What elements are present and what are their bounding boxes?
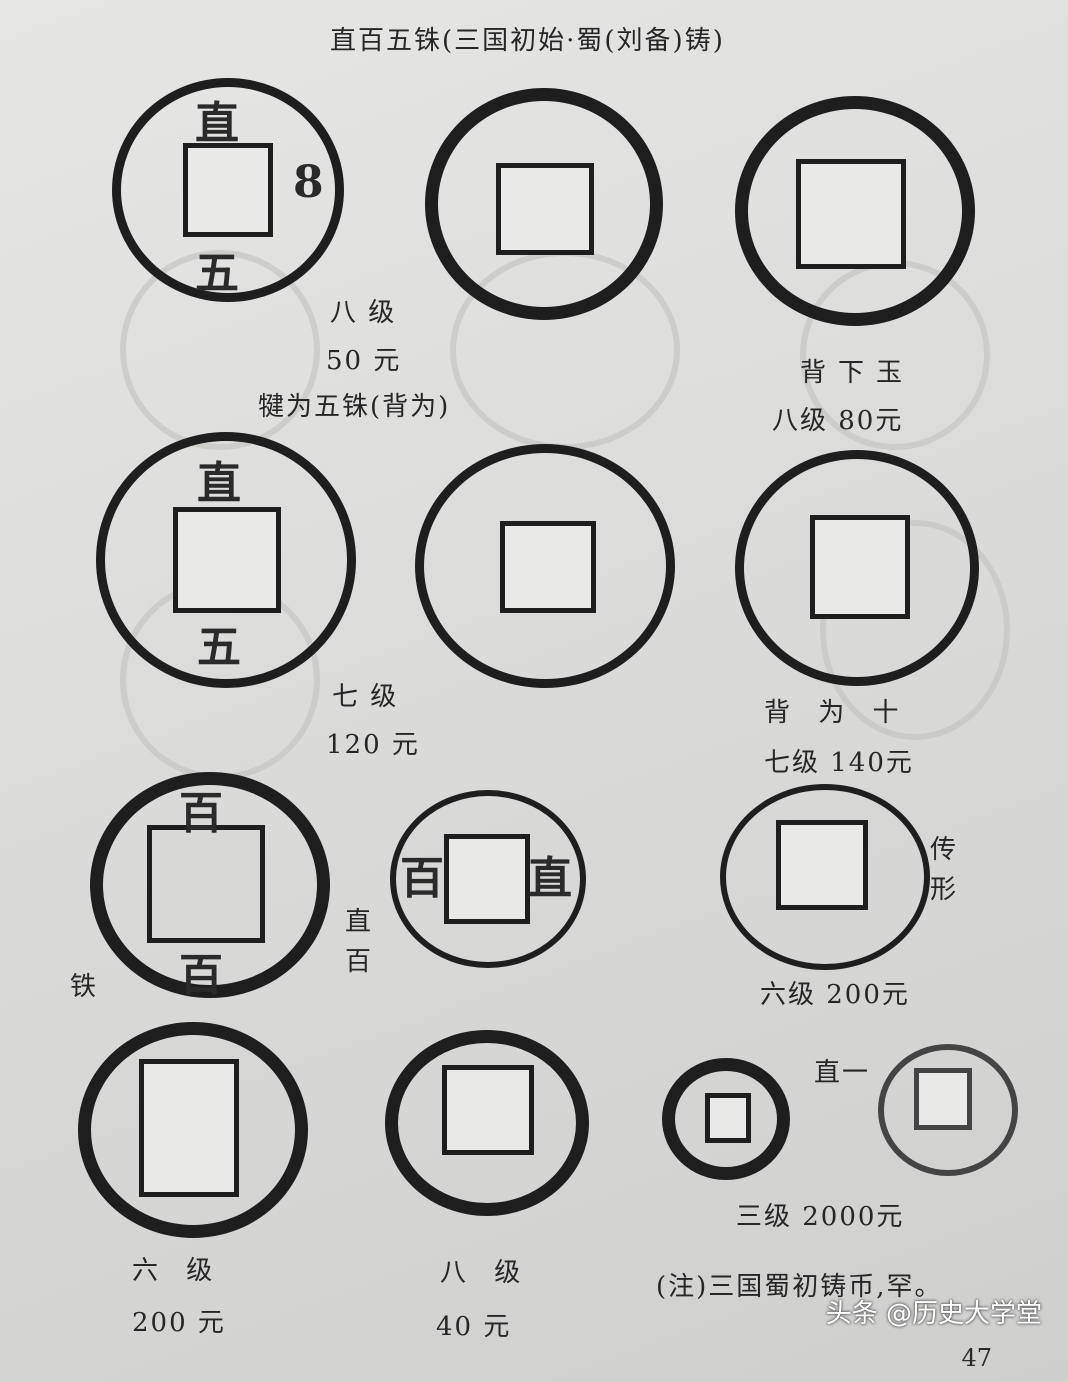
coin-9-grade-price: 六级 200元: [760, 980, 910, 1010]
coin-3: [735, 96, 975, 326]
coin-char-bottom: 五: [197, 622, 241, 673]
coin-11-price: 40 元: [436, 1312, 512, 1342]
coin-square-hole: [444, 834, 530, 924]
coin-3-grade-price: 八级 80元: [772, 406, 904, 436]
zhiyi-label: 直一: [814, 1058, 871, 1088]
coin-char-top: 直: [195, 98, 239, 149]
coin-11: [385, 1030, 589, 1216]
coin-square-hole: [705, 1093, 751, 1143]
coin-9: [720, 784, 930, 970]
page-number: 47: [961, 1344, 992, 1372]
coin-square-hole: [914, 1068, 972, 1130]
coin-4-grade: 七 级: [332, 682, 399, 712]
coin-1-grade: 八 级: [330, 298, 397, 328]
coin-square-hole: [776, 820, 868, 910]
page-title: 直百五铢(三国初始·蜀(刘备)铸): [330, 26, 725, 56]
coin-char-bottom: 百: [179, 950, 223, 1001]
coin-char-left: 百: [400, 853, 444, 904]
coin-1: 直 8 五: [112, 78, 344, 302]
tie-label: 铁: [70, 972, 99, 1002]
coin-char-bottom: 五: [195, 248, 239, 299]
coin-1-price: 50 元: [326, 346, 402, 376]
footnote: (注)三国蜀初铸币,罕。: [656, 1272, 943, 1302]
coin-6-grade-price: 七级 140元: [764, 748, 914, 778]
coin-4: 直 五: [96, 432, 356, 688]
coin-12-grade-price: 三级 2000元: [736, 1202, 905, 1232]
coin-5: [415, 444, 675, 688]
coin-square-hole: [442, 1065, 534, 1155]
coin-2: [425, 88, 663, 320]
coin-square-hole: [810, 515, 910, 619]
coin-6: [735, 450, 979, 686]
coin-char-right: 直: [528, 853, 572, 904]
coin-square-hole: [173, 507, 281, 613]
coin-11-grade: 八 级: [440, 1258, 531, 1288]
coin-8: 百 直: [390, 790, 586, 968]
coin-square-hole: [496, 163, 594, 255]
coin-12-small: [662, 1058, 790, 1180]
coin-12-reverse: [878, 1044, 1018, 1176]
coin-10-price: 200 元: [132, 1308, 226, 1338]
jianwei-label: 犍为五铢(背为): [258, 392, 451, 422]
coin-6-label: 背 为 十: [764, 698, 909, 728]
coin-3-label: 背下玉: [800, 358, 915, 388]
coin-square-hole: [139, 1059, 239, 1197]
coin-10: [78, 1022, 308, 1238]
zhibai-vertical-label: 直百: [344, 907, 371, 977]
coin-4-price: 120 元: [326, 730, 420, 760]
chuanxing-label: 传形: [929, 835, 956, 905]
coin-square-hole: [500, 521, 596, 613]
coin-square-hole: [183, 143, 273, 237]
coin-square-hole: [147, 825, 265, 943]
coin-char-right: 8: [293, 157, 324, 208]
coin-char-top: 直: [197, 458, 241, 509]
coin-10-grade: 六 级: [132, 1256, 223, 1286]
coin-square-hole: [796, 159, 906, 269]
coin-char-top: 百: [179, 788, 223, 839]
coin-7: 百 百: [90, 772, 330, 1001]
watermark: 头条 @历史大学堂: [825, 1299, 1042, 1329]
